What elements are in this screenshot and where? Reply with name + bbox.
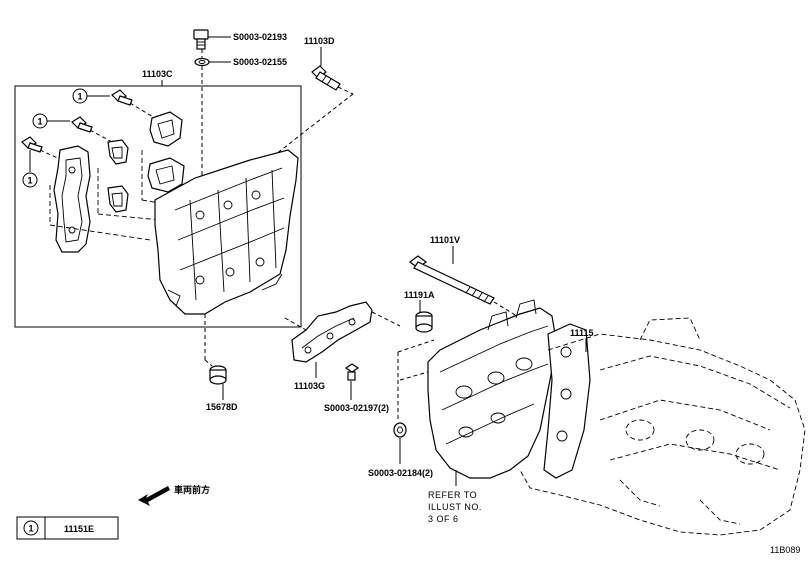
callout-bolt-lower[interactable]	[21, 136, 43, 153]
camshaft-cap-large-1[interactable]	[149, 111, 183, 147]
bolt-s0003-02197[interactable]	[344, 363, 360, 381]
legend-part-number[interactable]: 11151E	[64, 524, 94, 534]
callout-bolt-middle[interactable]	[71, 116, 93, 133]
svg-text:1: 1	[77, 92, 82, 102]
camshaft-cap-large-2[interactable]	[147, 157, 185, 193]
reference-note-line-2: ILLUST NO.	[428, 502, 482, 512]
label-s0003-02184[interactable]: S0003-02184(2)	[368, 468, 433, 478]
head-gasket-11115[interactable]	[543, 323, 591, 479]
front-direction-label: 車両前方	[174, 484, 210, 495]
cam-carrier-housing[interactable]	[154, 149, 299, 315]
washer-s0003-02155[interactable]	[194, 57, 210, 67]
bolt-11103d[interactable]	[311, 65, 341, 91]
label-11103g[interactable]: 11103G	[294, 381, 325, 391]
label-s0003-02193[interactable]: S0003-02193	[233, 32, 287, 42]
dowel-11191a[interactable]	[415, 311, 433, 333]
callout-circle-upper: 1	[72, 88, 88, 104]
cylinder-head[interactable]	[427, 299, 557, 479]
reference-note-line-1: REFER TO	[428, 490, 477, 500]
callout-circle-middle: 1	[32, 113, 48, 129]
camshaft-cap-left[interactable]	[53, 145, 91, 253]
washer-s0003-02184[interactable]	[393, 422, 407, 438]
legend-box: 1 11151E	[16, 516, 119, 540]
figure-id: 11B089	[770, 545, 800, 555]
camshaft-cap-small-1[interactable]	[107, 139, 129, 165]
svg-text:1: 1	[27, 176, 32, 186]
bolt-11101v[interactable]	[409, 255, 495, 305]
label-s0003-02155[interactable]: S0003-02155	[233, 57, 287, 67]
label-11103d[interactable]: 11103D	[304, 36, 335, 46]
legend-symbol: 1	[28, 524, 33, 534]
label-11115[interactable]: 11115	[570, 328, 594, 338]
reference-note-line-3: 3 OF 6	[428, 514, 459, 524]
camshaft-cap-small-2[interactable]	[107, 185, 129, 213]
label-11103c[interactable]: 11103C	[142, 69, 173, 79]
callout-circle-lower: 1	[22, 172, 38, 188]
plug-15678d[interactable]	[209, 365, 227, 385]
callout-bolt-upper[interactable]	[111, 89, 133, 106]
front-direction-arrow	[138, 486, 170, 506]
label-15678d[interactable]: 15678D	[206, 402, 238, 412]
label-s0003-02197[interactable]: S0003-02197(2)	[324, 403, 389, 413]
engine-block-reference	[519, 317, 806, 536]
cover-11103g[interactable]	[291, 301, 373, 363]
label-11101v[interactable]: 11101V	[430, 235, 460, 245]
bolt-s0003-02193[interactable]	[193, 29, 209, 50]
svg-text:1: 1	[37, 117, 42, 127]
label-11191a[interactable]: 11191A	[404, 290, 435, 300]
group-frame-11103c	[14, 85, 302, 328]
